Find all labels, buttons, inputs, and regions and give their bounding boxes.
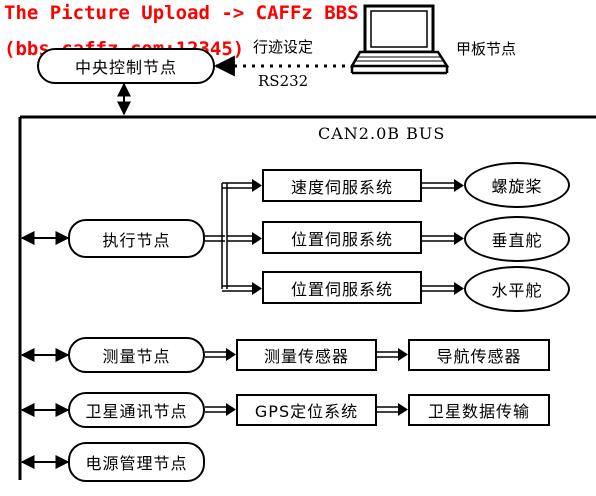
servo-position-1: 位置伺服系统 — [262, 221, 422, 254]
servo-actuator-arrowheads — [454, 179, 464, 295]
nav-sensor: 导航传感器 — [408, 339, 550, 371]
satcom-node: 卫星通讯节点 — [68, 392, 205, 428]
actuator-propeller: 螺旋桨 — [464, 162, 570, 208]
exec-servo-arrowheads — [252, 179, 262, 295]
servo-actuator-links — [422, 182, 456, 292]
measure-chain-links — [205, 351, 400, 358]
exec-servo-links — [205, 182, 256, 292]
servo-position-2: 位置伺服系统 — [262, 271, 422, 304]
watermark-line-1: The Picture Upload -> CAFFz BBS — [4, 2, 359, 24]
tablet-node-label: 甲板节点 — [456, 40, 517, 58]
exec-node: 执行节点 — [68, 219, 205, 258]
servo-speed: 速度伺服系统 — [262, 169, 422, 202]
satcom-chain-arrowheads — [226, 403, 408, 416]
central-control-node: 中央控制节点 — [37, 48, 215, 84]
measure-node: 测量节点 — [68, 337, 205, 373]
route-setting-label: 行迹设定 — [253, 38, 314, 56]
can-bus-label: CAN2.0B BUS — [318, 124, 446, 143]
gps-system: GPS定位系统 — [236, 394, 377, 426]
rs232-label: RS232 — [258, 72, 309, 90]
actuator-horizontal-rudder: 水平舵 — [464, 266, 570, 312]
satcom-chain-links — [205, 406, 400, 413]
actuator-vertical-rudder: 垂直舵 — [464, 216, 570, 262]
measure-chain-arrowheads — [226, 348, 408, 361]
satellite-data-transfer: 卫星数据传输 — [408, 394, 550, 426]
measure-sensor: 测量传感器 — [236, 339, 377, 371]
power-node: 电源管理节点 — [68, 442, 205, 482]
laptop-icon — [349, 4, 450, 75]
